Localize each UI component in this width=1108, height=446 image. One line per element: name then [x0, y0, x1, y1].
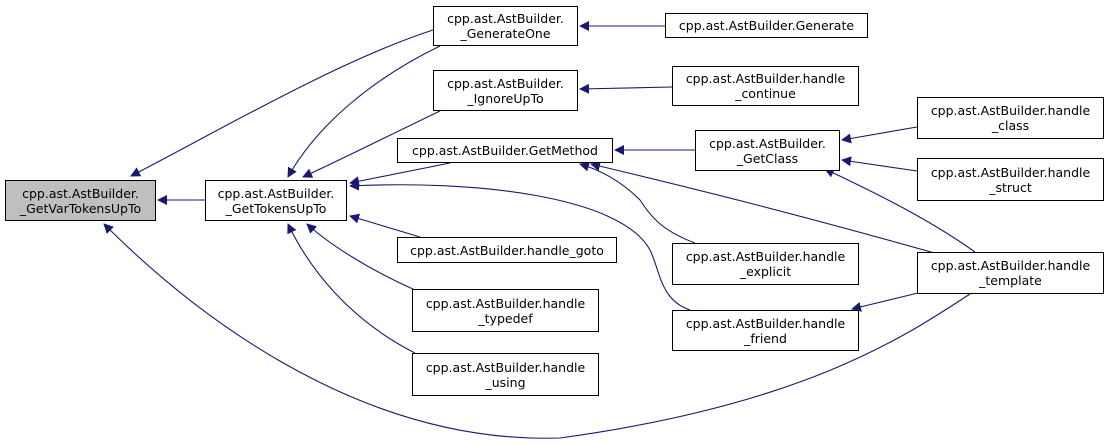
node-label-line-1: cpp.ast.AstBuilder.handle — [930, 103, 1091, 118]
node-label-line-1: cpp.ast.AstBuilder.handle — [930, 258, 1091, 273]
node-label-line-2: _friend — [744, 330, 787, 346]
edge-getclass-from-handle-class — [841, 126, 918, 144]
edge-gettokens-from-handle-goto — [349, 213, 421, 238]
node-label-line-1: cpp.ast.AstBuilder. — [447, 75, 564, 91]
node-label-line-2: _typedef — [478, 310, 533, 326]
edge-handle-friend-from-handle-template — [851, 291, 923, 312]
node-label-line-2: _template — [979, 273, 1042, 288]
node-label-line-2: _GetClass — [736, 150, 799, 166]
node-label-line-1: cpp.ast.AstBuilder.handle — [930, 164, 1091, 180]
node-label-line-1: cpp.ast.AstBuilder.handle — [425, 359, 586, 375]
node-label-line-2: _GenerateOne — [460, 26, 551, 41]
edge-getvartokens-from-handle-template — [103, 223, 971, 439]
node-getvartokensupto: cpp.ast.AstBuilder. _GetVarTokensUpTo — [5, 180, 156, 221]
node-handle-goto[interactable]: cpp.ast.AstBuilder.handle_goto — [397, 237, 617, 263]
node-getmethod[interactable]: cpp.ast.AstBuilder.GetMethod — [397, 138, 613, 163]
node-handle-struct[interactable]: cpp.ast.AstBuilder.handle _struct — [917, 158, 1104, 201]
node-handle-explicit[interactable]: cpp.ast.AstBuilder.handle _explicit — [672, 243, 859, 285]
edge-getclass-from-handle-template — [824, 168, 976, 253]
node-generate[interactable]: cpp.ast.AstBuilder.Generate — [665, 13, 868, 38]
edge-gettokens-from-handle-using — [287, 223, 416, 354]
edge-ignoreupto-from-handle-continue — [579, 83, 673, 94]
node-label-line-1: cpp.ast.AstBuilder. — [709, 135, 826, 151]
node-handle-class[interactable]: cpp.ast.AstBuilder.handle _class — [917, 97, 1104, 139]
node-label-line-2: _class — [991, 118, 1030, 133]
edge-gettokens-from-getmethod — [349, 162, 451, 187]
node-handle-template[interactable]: cpp.ast.AstBuilder.handle _template — [917, 252, 1104, 294]
node-label-line-2: _using — [485, 374, 526, 390]
node-label-line-1: cpp.ast.AstBuilder. — [22, 185, 139, 201]
node-label-line-2: _IgnoreUpTo — [467, 90, 544, 106]
edge-gettokens-from-handle-typedef — [306, 223, 416, 291]
node-handle-typedef[interactable]: cpp.ast.AstBuilder.handle _typedef — [412, 289, 599, 332]
node-label-line-1: cpp.ast.AstBuilder.GetMethod — [412, 143, 598, 158]
node-label-line-1: cpp.ast.AstBuilder.handle — [685, 71, 846, 86]
node-handle-friend[interactable]: cpp.ast.AstBuilder.handle _friend — [672, 310, 859, 351]
edge-getclass-from-handle-struct — [841, 156, 918, 172]
node-handle-using[interactable]: cpp.ast.AstBuilder.handle _using — [412, 353, 599, 396]
node-handle-continue[interactable]: cpp.ast.AstBuilder.handle _continue — [672, 66, 859, 106]
node-label-line-2: _struct — [989, 179, 1032, 195]
edge-getmethod-from-handle-explicit — [579, 161, 696, 244]
node-gettokensupto[interactable]: cpp.ast.AstBuilder. _GetTokensUpTo — [205, 180, 347, 221]
node-getclass[interactable]: cpp.ast.AstBuilder. _GetClass — [695, 130, 840, 171]
node-label-line-2: _GetVarTokensUpTo — [19, 200, 142, 216]
edge-gettokens-from-handle-friend — [349, 180, 691, 311]
node-label-line-1: cpp.ast.AstBuilder. — [447, 11, 564, 26]
node-label-line-2: _GetTokensUpTo — [225, 200, 327, 216]
node-label-line-2: _explicit — [739, 264, 792, 279]
node-label-line-1: cpp.ast.AstBuilder.handle_goto — [410, 242, 604, 258]
edge-getmethod-from-handle-template — [590, 161, 939, 255]
node-label-line-1: cpp.ast.AstBuilder. — [217, 185, 335, 201]
node-label-line-2: _continue — [735, 86, 796, 101]
edge-gettokens-from-generateone — [287, 45, 441, 178]
node-label-line-1: cpp.ast.AstBuilder.handle — [685, 315, 846, 331]
node-label-line-1: cpp.ast.AstBuilder.handle — [685, 249, 846, 264]
node-label-line-1: cpp.ast.AstBuilder.handle — [425, 295, 586, 311]
node-label-line-1: cpp.ast.AstBuilder.Generate — [678, 18, 855, 33]
edge-gettokens-from-ignoreupto — [302, 110, 441, 178]
node-ignoreupto[interactable]: cpp.ast.AstBuilder. _IgnoreUpTo — [433, 70, 578, 111]
node-generateone[interactable]: cpp.ast.AstBuilder. _GenerateOne — [433, 6, 578, 46]
edge-getvartokens-from-generateone — [130, 29, 434, 177]
